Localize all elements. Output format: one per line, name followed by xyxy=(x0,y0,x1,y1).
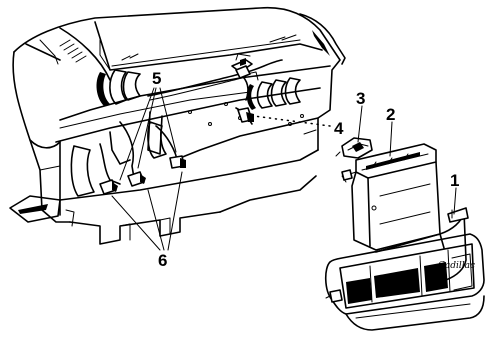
lamp-pockets-right xyxy=(246,77,301,110)
vehicle-rear-panel xyxy=(9,6,346,245)
wiring-harness xyxy=(99,53,283,185)
bulb-sockets xyxy=(99,65,254,195)
callout-1: 1 xyxy=(450,171,459,190)
lens-emblem-script: Cadillac xyxy=(438,261,475,271)
callout-4: 4 xyxy=(334,119,344,138)
deck-hatching xyxy=(59,34,297,63)
part-1-lamp-housing xyxy=(375,207,469,281)
part-3-bracket xyxy=(335,137,373,159)
callout-labels: 5 6 4 3 2 1 xyxy=(152,69,459,270)
callout-2: 2 xyxy=(386,105,395,124)
callout-5: 5 xyxy=(152,69,161,88)
callout-6: 6 xyxy=(158,251,167,270)
part-2-license-bracket xyxy=(341,143,441,251)
lamp-lens-assembly: Cadillac xyxy=(324,233,485,331)
callout-3: 3 xyxy=(356,89,365,108)
lamp-pockets-left xyxy=(96,69,141,106)
leader-lines xyxy=(111,87,457,251)
panel-fastener-holes xyxy=(188,102,304,126)
